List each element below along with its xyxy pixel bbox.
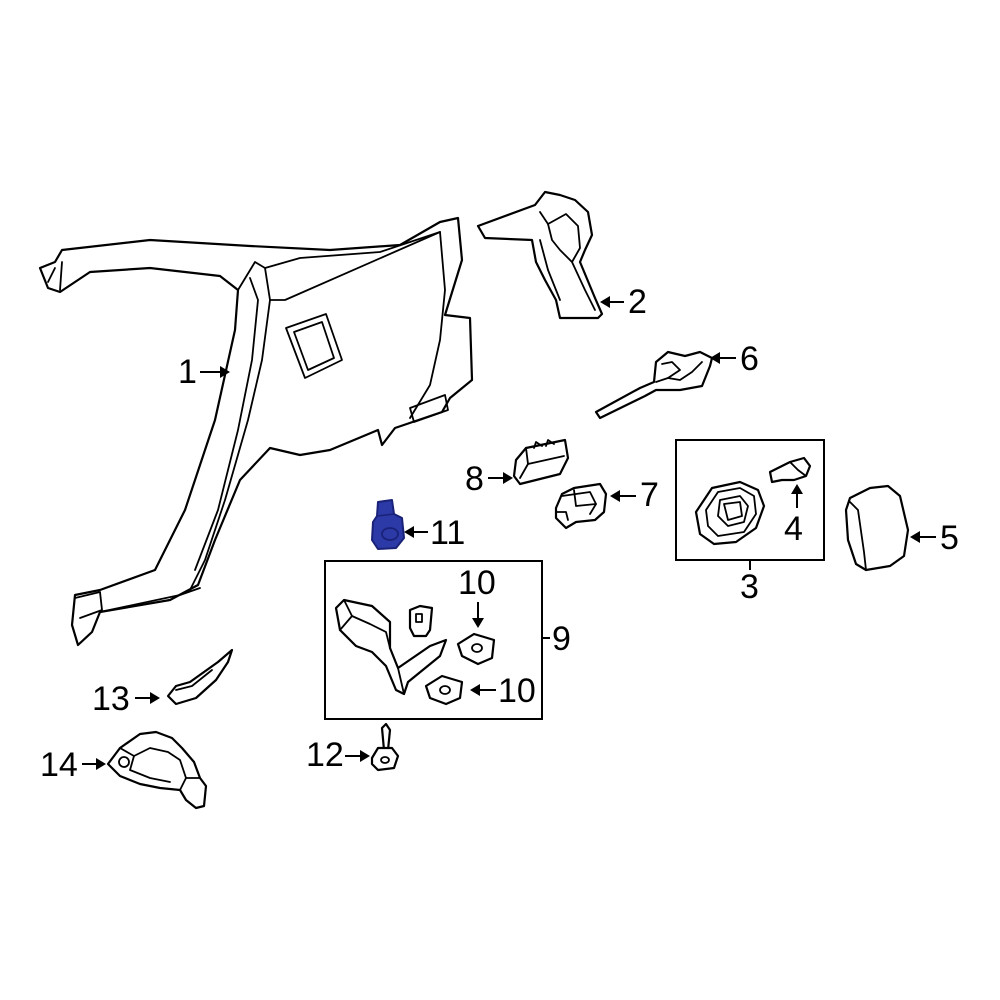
connector-part[interactable] (512, 438, 570, 486)
nut-clip-upper-part[interactable] (456, 632, 496, 666)
filler-pocket-part[interactable] (694, 480, 766, 546)
callout-10a-label: 10 (458, 564, 496, 602)
seal-strip-part[interactable] (166, 648, 234, 706)
callout-8-label: 8 (465, 460, 484, 498)
push-pin-part[interactable] (370, 722, 400, 772)
callout-14-label: 14 (40, 746, 78, 784)
bumper-stop-part[interactable] (768, 456, 812, 484)
quarter-panel-part[interactable] (38, 216, 474, 647)
small-clip-part[interactable] (408, 604, 434, 638)
leader-arrow-5 (910, 531, 936, 543)
callout-3-label: 3 (740, 568, 759, 606)
callout-10b-label: 10 (498, 672, 536, 710)
leader-arrow-1 (200, 366, 230, 378)
fuel-door-housing-bracket-part[interactable] (476, 190, 604, 320)
leader-arrow-6 (710, 352, 736, 364)
fuel-door-part[interactable] (844, 484, 910, 572)
callout-5-label: 5 (940, 519, 959, 557)
leader-arrow-8 (488, 472, 513, 484)
release-cable-part[interactable] (594, 350, 714, 420)
callout-4-label: 4 (784, 510, 803, 548)
callout-13-label: 13 (92, 680, 130, 718)
callout-11-label: 11 (430, 514, 465, 552)
callout-7-label: 7 (640, 476, 659, 514)
leader-arrow-4 (791, 484, 803, 508)
leader-arrow-11 (404, 526, 428, 538)
callout-2-label: 2 (628, 283, 647, 321)
nut-clip-lower-part[interactable] (424, 674, 464, 706)
group-box-9 (324, 560, 543, 720)
callout-1-label: 1 (178, 353, 197, 391)
door-actuator-part[interactable] (554, 482, 608, 530)
callout-9-label: 9 (552, 620, 571, 658)
callout-12-label: 12 (306, 736, 344, 774)
leader-arrow-12 (345, 750, 370, 762)
leader-arrow-2 (600, 296, 624, 308)
leader-arrow-14 (82, 758, 106, 770)
highlighted-clip-part[interactable] (371, 499, 405, 550)
clip-11-body (371, 499, 405, 550)
callout-6-label: 6 (740, 340, 759, 378)
reinforcement-bracket-part[interactable] (106, 730, 208, 810)
retainer-bracket-part[interactable] (334, 598, 448, 696)
leader-arrow-13 (135, 692, 160, 704)
leader-arrow-10b (470, 684, 496, 696)
leader-arrow-10a (472, 602, 484, 628)
leader-arrow-7 (610, 490, 636, 502)
